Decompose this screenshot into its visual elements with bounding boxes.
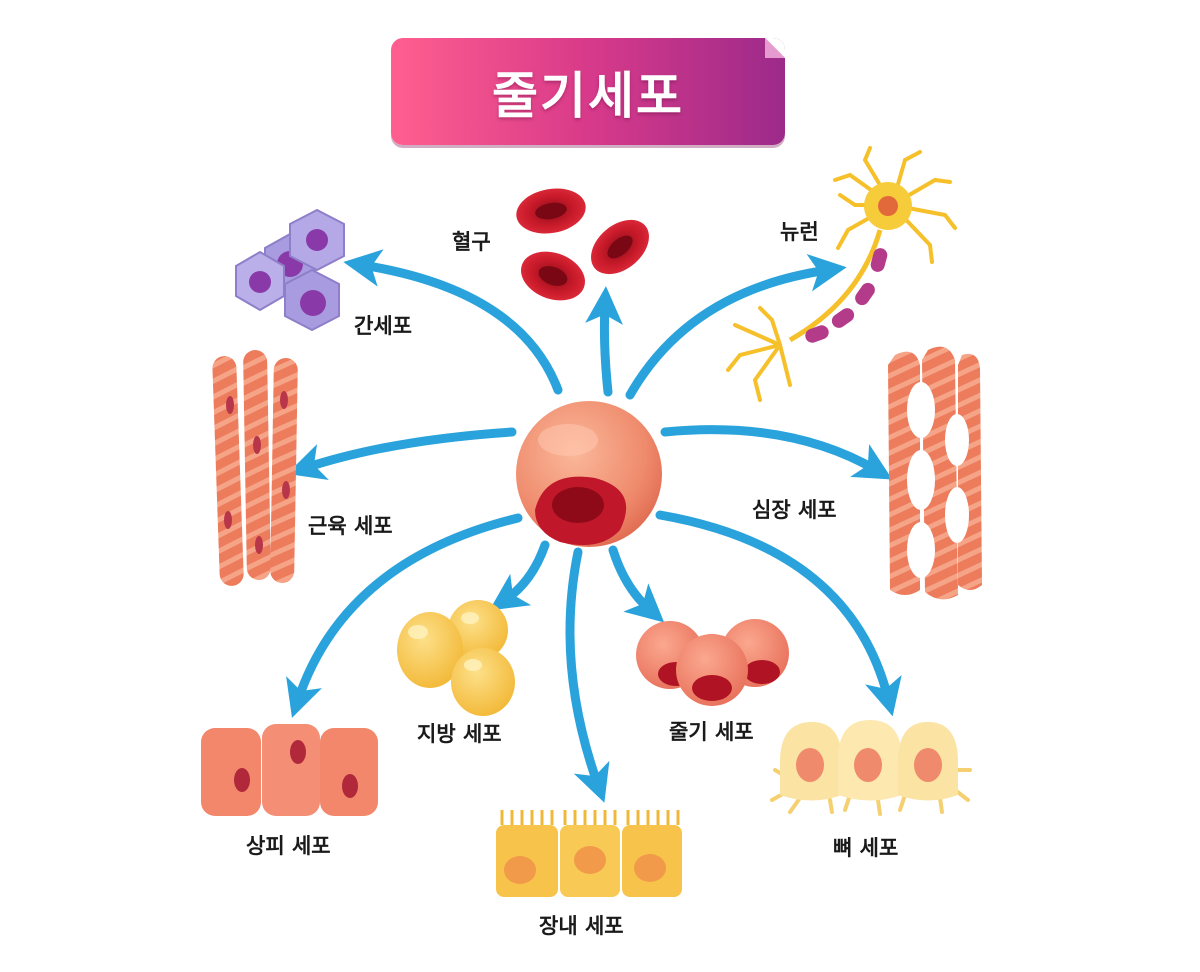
arrow-to-blood — [585, 286, 623, 397]
arrow-to-liver — [343, 249, 563, 395]
arrow-to-heart — [660, 425, 893, 480]
liver-cells — [235, 208, 345, 332]
title-banner: 줄기세포 — [391, 38, 785, 145]
neuron — [726, 146, 957, 402]
label-intestinal: 장내 세포 — [539, 914, 624, 938]
arrow-to-epithelial — [286, 513, 523, 718]
intestinal-cells — [496, 810, 682, 897]
label-neuron: 뉴런 — [780, 220, 819, 244]
label-muscle: 근육 세포 — [308, 514, 393, 538]
label-stem: 줄기 세포 — [669, 720, 754, 744]
arrows — [286, 249, 902, 803]
banner-fold — [765, 38, 785, 58]
diagram-title: 줄기세포 — [492, 66, 684, 125]
epithelial-cells — [201, 724, 378, 816]
arrow-to-fat — [489, 540, 550, 611]
label-fat: 지방 세포 — [417, 722, 502, 746]
label-heart: 심장 세포 — [752, 498, 837, 522]
arrow-to-intestinal — [565, 547, 610, 803]
arrow-to-stem-cluster — [608, 545, 665, 623]
label-bone: 뼈 세포 — [833, 836, 899, 860]
fat-cells — [397, 600, 515, 716]
arrow-to-neuron — [625, 254, 847, 400]
bone-cells — [770, 720, 972, 816]
arrow-to-bone — [655, 510, 902, 717]
label-epithelial: 상피 세포 — [246, 834, 331, 858]
label-liver: 간세포 — [354, 314, 412, 338]
blood-cells — [516, 188, 649, 301]
muscle-fibers — [212, 350, 298, 586]
arrow-to-muscle — [287, 427, 517, 481]
stem-cell-center — [516, 401, 662, 547]
stem-cell-cluster — [636, 619, 789, 706]
label-blood: 혈구 — [452, 230, 491, 254]
heart-cells — [888, 346, 982, 600]
